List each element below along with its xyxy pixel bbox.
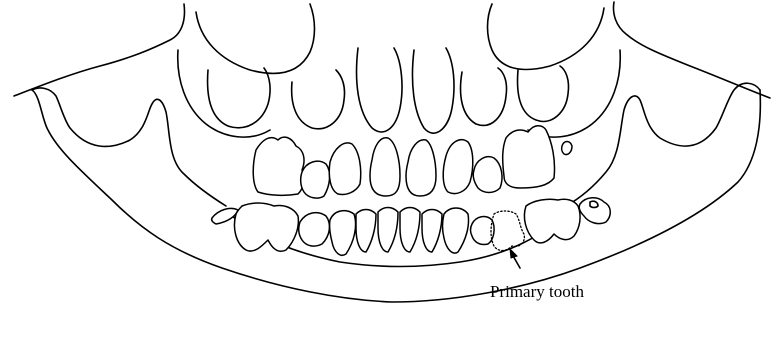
upper-molar-left [253,137,304,195]
upper-canine-right [443,140,473,194]
mandible-outline [32,90,760,302]
lower-canine-right [443,208,469,253]
unerupted-tooth-4 [412,48,454,133]
left-ramus [32,88,226,206]
unerupted-tooth-1 [208,68,271,128]
lower-incisor-4 [422,210,442,253]
lower-incisor-1 [356,210,376,253]
lower-molar-right [524,199,580,243]
unerupted-tooth-2 [292,70,345,129]
pointer-arrow-head [510,249,517,258]
unerupted-tooth-3 [357,48,402,132]
left-zygoma [14,4,184,96]
upper-premolar-right [473,157,502,193]
unerupted-tooth-6 [518,66,569,121]
upper-premolar-left [301,161,330,198]
primary-tooth-label: Primary tooth [490,282,584,302]
lower-canine-left [330,211,356,256]
right-sinus [488,4,605,69]
upper-incisor-1 [370,138,400,196]
upper-canine-left [329,143,360,195]
lower-molar-left [234,203,298,251]
unerupted-tooth-5 [461,68,507,125]
lower-incisor-2 [378,208,398,253]
lower-incisor-3 [400,208,420,253]
upper-bud-right [562,142,572,155]
upper-arch-right [528,50,620,137]
left-sinus [196,4,315,73]
upper-incisor-2 [406,140,436,196]
upper-molar-right [503,126,555,188]
lower-premolar-left [299,213,330,246]
